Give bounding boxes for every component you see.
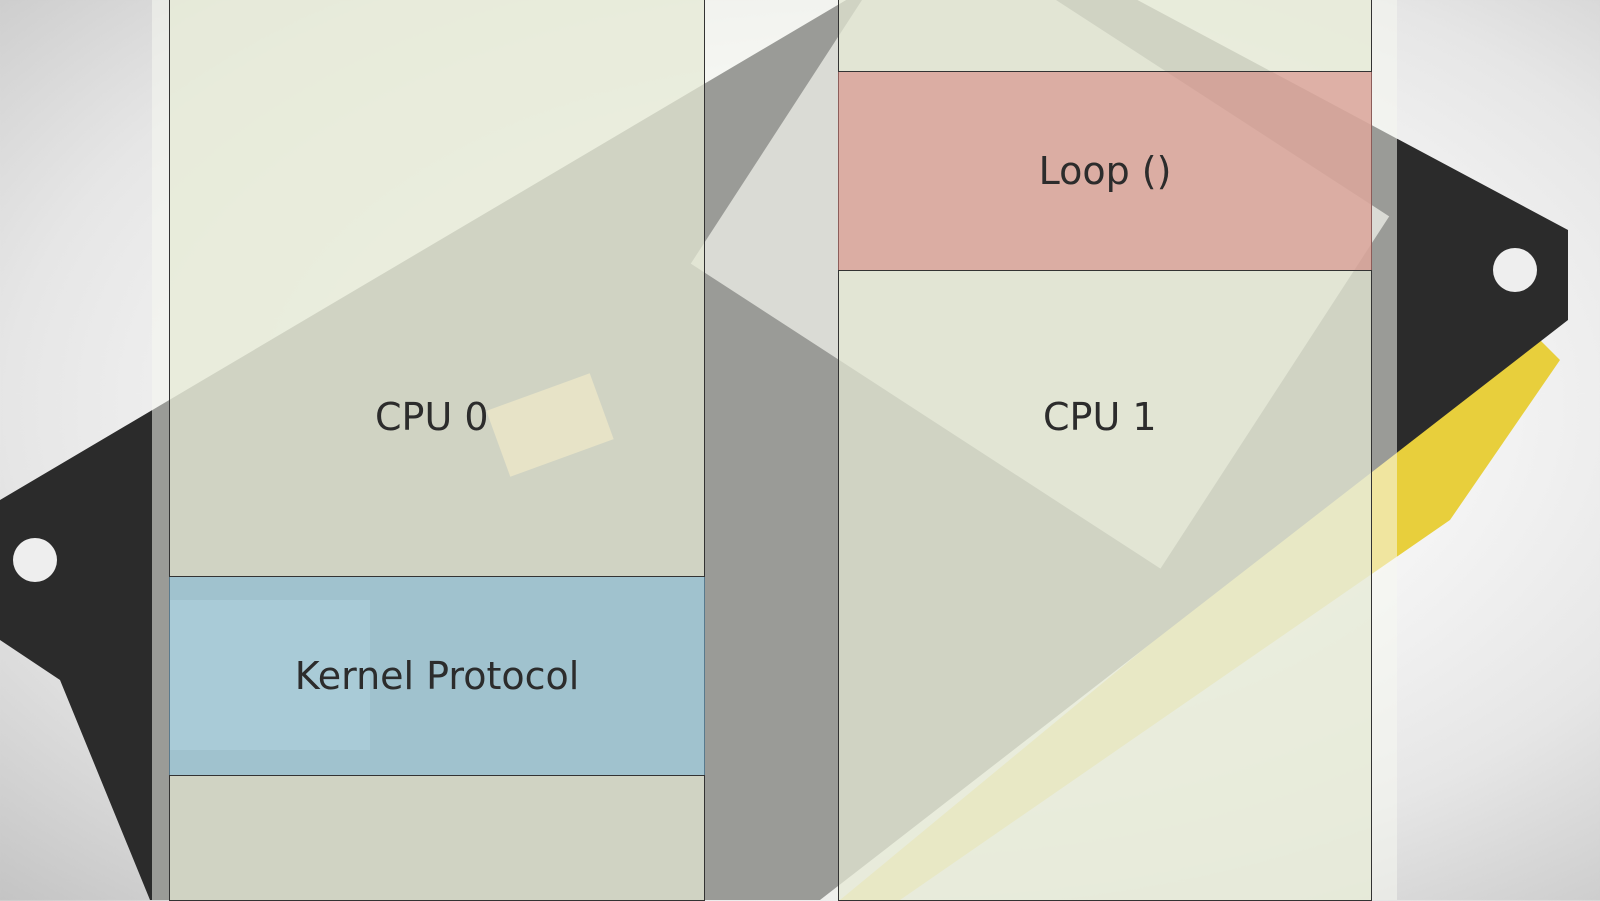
kernel-protocol-label: Kernel Protocol <box>294 654 580 698</box>
mount-hole <box>13 538 57 582</box>
loop-task-box: Loop () <box>838 71 1372 271</box>
cpu0-label: CPU 0 <box>375 395 489 439</box>
loop-task-label: Loop () <box>1038 149 1172 193</box>
mount-hole <box>1493 248 1537 292</box>
kernel-protocol-task-box: Kernel Protocol <box>169 576 705 776</box>
cpu1-label: CPU 1 <box>1043 395 1157 439</box>
